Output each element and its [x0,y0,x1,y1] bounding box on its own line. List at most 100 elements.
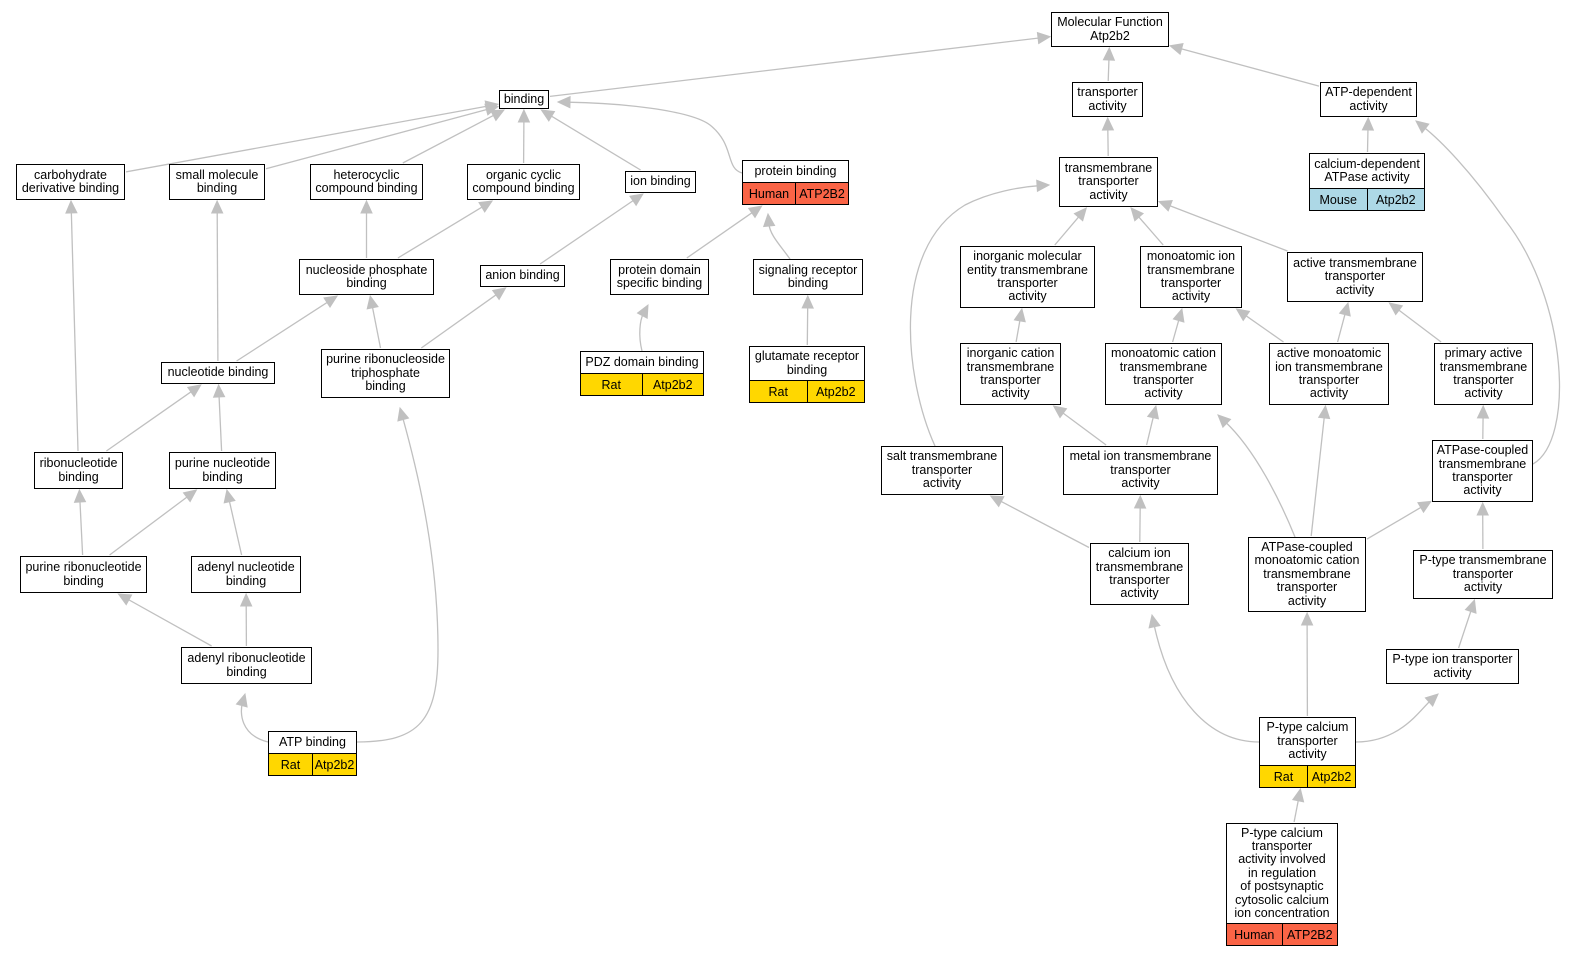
go-term-label: organic cyclic compound binding [472,167,575,195]
arrowhead [239,592,253,607]
edge-atpase-mono-to-active-mono [1310,404,1331,537]
edge-line [768,223,791,260]
gene-cell: Atp2b2 [1366,189,1424,210]
go-term-purine-nuc[interactable]: purine nucleotide binding [169,452,276,489]
arrowhead [1013,307,1026,323]
go-term-inorg-mol[interactable]: inorganic molecular entity transmembrane… [960,246,1095,308]
arrowhead [366,294,379,310]
go-term-carb[interactable]: carbohydrate derivative binding [16,164,125,200]
go-term-adenyl-nuc[interactable]: adenyl nucleotide binding [191,556,301,593]
go-term-hetero[interactable]: heterocyclic compound binding [310,164,423,200]
go-term-primary-active[interactable]: primary active transmembrane transporter… [1434,343,1533,405]
go-term-ptype-ca-reg[interactable]: P-type calcium transporter activity invo… [1226,823,1338,946]
go-term-mono-ion[interactable]: monoatomic ion transmembrane transporter… [1140,246,1242,308]
arrowhead [397,406,410,422]
edge-ptype-tm-to-atpase-coupled [1476,501,1489,550]
go-term-label: ATPase-coupled monoatomic cation transme… [1254,539,1360,608]
edge-atpase-mono-to-mono-cation [1217,414,1296,538]
arrowhead [1168,42,1184,56]
go-term-mf[interactable]: Molecular Function Atp2b2 [1051,12,1169,47]
go-term-ptype-tm[interactable]: P-type transmembrane transporter activit… [1413,550,1553,599]
edge-mono-cation-to-mono-ion [1171,307,1185,343]
go-term-ptype-ion[interactable]: P-type ion transporter activity [1386,649,1519,684]
go-term-nucleotide[interactable]: nucleotide binding [161,362,275,384]
edge-ion-binding-to-binding [540,109,641,171]
arrowhead [517,108,531,123]
species-cell: Human [743,183,795,204]
edge-line [1179,47,1320,87]
arrowhead [747,205,763,219]
arrowhead [1217,414,1232,429]
gene-cell: ATP2B2 [1281,924,1337,945]
go-term-label: purine ribonucleotide binding [25,560,142,588]
go-term-atp-dep[interactable]: ATP-dependent activity [1320,82,1417,117]
edge-line [216,210,219,362]
go-term-salt-tm[interactable]: salt transmembrane transporter activity [881,446,1003,495]
go-term-anion[interactable]: anion binding [480,265,565,287]
edge-active-mono-to-active-tm [1336,301,1351,343]
edge-line [549,114,641,171]
go-term-adenyl-ribonuc[interactable]: adenyl ribonucleotide binding [181,647,312,684]
go-term-metal-ion[interactable]: metal ion transmembrane transporter acti… [1063,446,1218,495]
go-term-binding[interactable]: binding [499,90,549,109]
go-term-label: carbohydrate derivative binding [21,167,120,195]
go-term-purine-rnts[interactable]: purine ribonucleoside triphosphate bindi… [321,349,450,398]
arrowhead [1101,116,1115,131]
go-term-label: P-type transmembrane transporter activit… [1419,553,1547,595]
go-term-ion-binding[interactable]: ion binding [625,171,696,193]
go-term-prot-domain[interactable]: protein domain specific binding [610,259,709,295]
edge-line [549,37,1041,98]
go-term-label: transmembrane transporter activity [1064,160,1153,202]
go-term-label: metal ion transmembrane transporter acti… [1069,449,1212,491]
arrowhead [323,295,339,309]
arrowhead [1300,611,1314,626]
arrowhead [1073,207,1088,222]
go-term-nuc-phos[interactable]: nucleoside phosphate binding [299,259,434,295]
edge-ptype-ca-to-ptype-ion [1355,693,1439,743]
edge-sig-rec-to-protein-binding [762,212,791,260]
go-term-inorg-cation[interactable]: inorganic cation transmembrane transport… [960,343,1061,405]
go-term-atpase-mono[interactable]: ATPase-coupled monoatomic cation transme… [1248,537,1366,612]
edge-line [1293,798,1300,823]
species-cell: Human [1227,924,1282,945]
go-term-label: ion binding [630,174,691,189]
edge-active-tm-to-tm-transporter [1157,200,1288,252]
edge-line [420,293,498,349]
arrowhead [1036,31,1052,45]
edge-purine-ribonuc-to-purine-nuc [109,489,198,556]
go-term-label: nucleotide binding [167,365,269,380]
edge-line [1107,57,1110,82]
go-term-purine-ribonuc[interactable]: purine ribonucleotide binding [20,556,147,593]
edge-calcium-ion-to-metal-ion [1133,494,1147,543]
species-cell: Rat [269,754,312,775]
go-term-sig-rec[interactable]: signaling receptor binding [753,259,863,295]
edge-line [126,598,212,647]
gene-cell: Atp2b2 [806,381,864,402]
edge-inorg-cation-to-inorg-mol [1013,307,1026,343]
go-term-active-mono[interactable]: active monoatomic ion transmembrane tran… [1269,343,1389,405]
go-term-small-mol[interactable]: small molecule binding [169,164,265,200]
arrowhead [1235,308,1251,322]
go-term-org-cyclic[interactable]: organic cyclic compound binding [467,164,580,200]
edge-line [79,499,84,556]
go-term-tm-transporter[interactable]: transmembrane transporter activity [1059,157,1158,207]
edge-line [1054,215,1081,246]
arrowhead [1317,404,1331,420]
go-term-calcium-ion[interactable]: calcium ion transmembrane transporter ac… [1090,543,1189,605]
go-term-atpase-coupled[interactable]: ATPase-coupled transmembrane transporter… [1432,440,1533,502]
go-term-mono-cation[interactable]: monoatomic cation transmembrane transpor… [1105,343,1222,405]
go-term-active-tm[interactable]: active transmembrane transporter activit… [1287,252,1423,302]
edge-line [1366,505,1423,540]
edge-atpase-coupled-to-atp-dep [1415,120,1561,465]
go-term-ribonuc[interactable]: ribonucleotide binding [34,452,123,489]
edge-ptype-ion-to-ptype-tm [1457,598,1477,649]
go-term-transporter[interactable]: transporter activity [1072,82,1143,117]
